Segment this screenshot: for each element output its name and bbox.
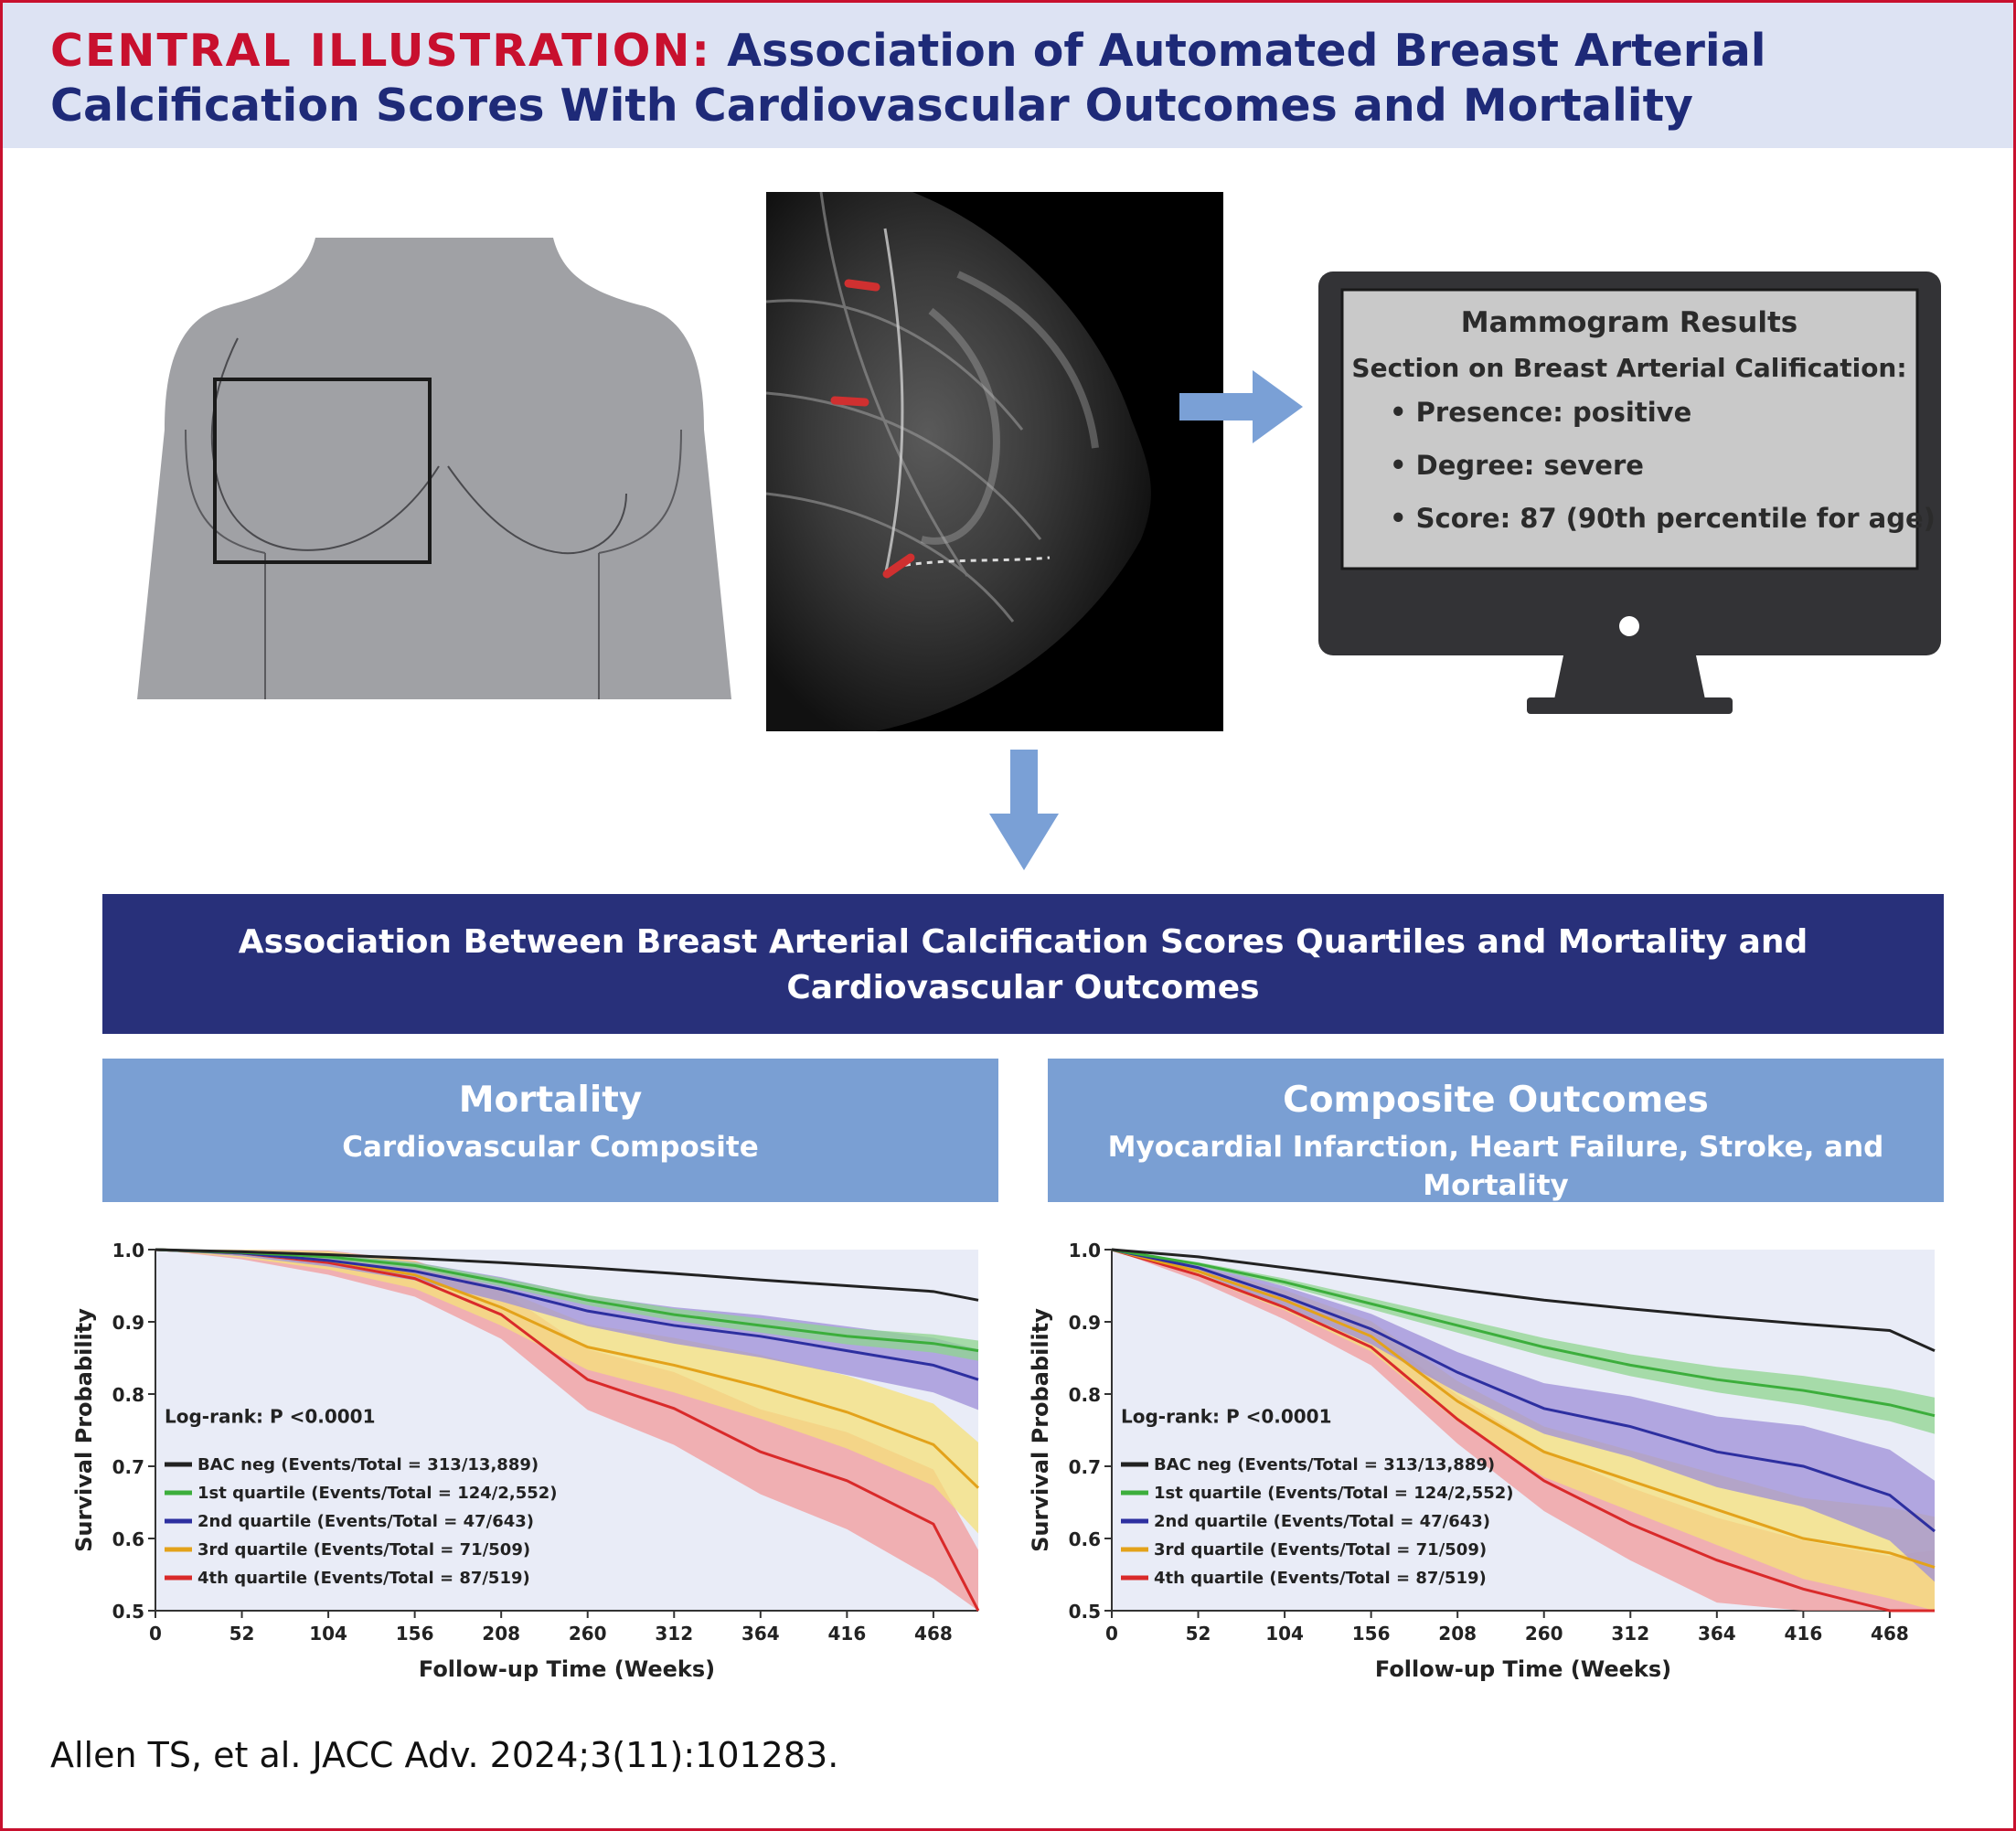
x-tick-label: 260 <box>1525 1623 1563 1645</box>
x-axis-title: Follow-up Time (Weeks) <box>1375 1656 1671 1682</box>
legend-label-q2: 2nd quartile (Events/Total = 47/643) <box>197 1512 534 1531</box>
legend-label-q2: 2nd quartile (Events/Total = 47/643) <box>1154 1512 1490 1531</box>
title-part-2: Calcification Scores With Cardiovascular… <box>50 80 1693 132</box>
power-button-icon <box>1619 616 1639 636</box>
arrow-right-icon <box>1179 370 1303 443</box>
ci-band-q1 <box>155 1250 978 1361</box>
x-tick-label: 468 <box>914 1623 953 1645</box>
series-line-q3 <box>1111 1248 1936 1570</box>
monitor-bullet-score: • Score: 87 (90th percentile for age) <box>1390 503 1936 534</box>
mammogram-image <box>766 192 1223 731</box>
series-line-bac_neg <box>1111 1248 1936 1352</box>
citation: Allen TS, et al. JACC Adv. 2024;3(11):10… <box>50 1735 839 1775</box>
x-tick-label: 156 <box>396 1623 434 1645</box>
x-tick-label: 208 <box>482 1623 520 1645</box>
x-tick-label: 0 <box>1105 1623 1118 1645</box>
legend-label-q3: 3rd quartile (Events/Total = 71/509) <box>197 1540 530 1560</box>
mortality-header-box: Mortality Cardiovascular Composite <box>102 1059 998 1202</box>
x-tick-label: 312 <box>1611 1623 1649 1645</box>
banner-line-2: Cardiovascular Outcomes <box>786 969 1260 1006</box>
legend-label-bac_neg: BAC neg (Events/Total = 313/13,889) <box>1154 1455 1495 1474</box>
y-axis-title: Survival Probability <box>1028 1308 1053 1552</box>
y-tick-label: 0.8 <box>1069 1384 1101 1406</box>
y-tick-label: 1.0 <box>1069 1240 1101 1261</box>
x-tick-label: 416 <box>1784 1623 1822 1645</box>
legend-label-q1: 1st quartile (Events/Total = 124/2,552) <box>197 1484 558 1503</box>
monitor-bullet-presence: • Presence: positive <box>1390 397 1691 428</box>
x-axis-title: Follow-up Time (Weeks) <box>419 1656 715 1682</box>
x-tick-label: 156 <box>1352 1623 1391 1645</box>
x-tick-label: 52 <box>1186 1623 1211 1645</box>
monitor-display: Mammogram Results Section on Breast Arte… <box>1318 271 1941 714</box>
legend-label-q4: 4th quartile (Events/Total = 87/519) <box>197 1569 530 1588</box>
y-tick-label: 0.7 <box>1069 1456 1101 1478</box>
legend-label-bac_neg: BAC neg (Events/Total = 313/13,889) <box>197 1455 539 1474</box>
calcification-marker-2 <box>830 396 869 407</box>
torso-silhouette <box>137 238 731 699</box>
torso-illustration <box>137 238 731 699</box>
figure-title: CENTRAL ILLUSTRATION: Association of Aut… <box>50 24 1970 133</box>
x-tick-label: 468 <box>1871 1623 1909 1645</box>
x-tick-label: 416 <box>827 1623 866 1645</box>
y-tick-label: 0.5 <box>1069 1601 1101 1623</box>
title-lead: CENTRAL ILLUSTRATION: <box>50 25 711 77</box>
y-tick-label: 0.5 <box>112 1601 144 1623</box>
y-axis-title: Survival Probability <box>71 1308 97 1552</box>
ci-band-q3 <box>1112 1250 1935 1611</box>
ci-band-q3 <box>155 1250 978 1534</box>
breast-contour-right <box>447 465 627 555</box>
y-tick-label: 0.9 <box>112 1312 144 1334</box>
composite-survival-chart: 0.5 0.6 0.7 0.8 0.9 1.0 0 52 104 156 208 260 312 364 4… <box>1028 1240 1936 1682</box>
y-tick-label: 1.0 <box>112 1240 144 1261</box>
x-tick-label: 52 <box>229 1623 255 1645</box>
series-line-q1 <box>155 1248 979 1353</box>
x-tick-label: 208 <box>1438 1623 1477 1645</box>
series-line-q2 <box>155 1248 979 1381</box>
x-tick-label: 364 <box>741 1623 780 1645</box>
x-tick-label: 260 <box>569 1623 607 1645</box>
series-line-q2 <box>1111 1248 1936 1533</box>
banner-line-1: Association Between Breast Arterial Calc… <box>238 923 1808 961</box>
mortality-heading: Mortality <box>458 1080 643 1121</box>
y-tick-label: 0.6 <box>112 1528 144 1550</box>
title-band <box>3 3 2013 148</box>
x-tick-label: 364 <box>1698 1623 1736 1645</box>
composite-header-box: Composite Outcomes Myocardial Infarction… <box>1048 1059 1944 1202</box>
calcification-marker-1 <box>844 279 880 292</box>
ci-band-q2 <box>1112 1250 1935 1582</box>
y-tick-label: 0.6 <box>1069 1528 1101 1550</box>
composite-subheading: Myocardial Infarction, Heart Failure, St… <box>1107 1131 1884 1202</box>
x-tick-label: 104 <box>1265 1623 1304 1645</box>
calcification-marker-3 <box>882 553 915 579</box>
x-tick-label: 312 <box>655 1623 693 1645</box>
y-tick-label: 0.7 <box>112 1456 144 1478</box>
composite-heading: Composite Outcomes <box>1283 1080 1709 1121</box>
section-banner: Association Between Breast Arterial Calc… <box>102 894 1944 1034</box>
arrow-down-icon <box>989 750 1059 870</box>
legend-label-q1: 1st quartile (Events/Total = 124/2,552) <box>1154 1484 1514 1503</box>
monitor-section: Section on Breast Arterial Calification: <box>1351 353 1906 383</box>
focus-box <box>213 378 432 564</box>
series-line-q1 <box>1111 1248 1936 1418</box>
title-part-1: Association of Automated Breast Arterial <box>727 25 1766 77</box>
y-tick-label: 0.9 <box>1069 1312 1101 1334</box>
mortality-subheading: Cardiovascular Composite <box>342 1131 759 1164</box>
series-line-q4 <box>1111 1248 1935 1613</box>
legend-label-q4: 4th quartile (Events/Total = 87/519) <box>1154 1569 1487 1588</box>
logrank-annotation: Log-rank: P <0.0001 <box>165 1406 376 1428</box>
series-line-q4 <box>155 1248 980 1612</box>
logrank-annotation: Log-rank: P <0.0001 <box>1121 1406 1332 1428</box>
series-line-bac_neg <box>155 1248 979 1302</box>
monitor-bullet-degree: • Degree: severe <box>1390 450 1644 481</box>
monitor-title: Mammogram Results <box>1461 306 1797 339</box>
legend-label-q3: 3rd quartile (Events/Total = 71/509) <box>1154 1540 1487 1560</box>
torso-contour <box>185 429 682 699</box>
y-tick-label: 0.8 <box>112 1384 144 1406</box>
mortality-survival-chart: 0.5 0.6 0.7 0.8 0.9 1.0 0 52 104 156 208 260 312 364 4… <box>71 1240 980 1682</box>
x-tick-label: 0 <box>149 1623 162 1645</box>
x-tick-label: 104 <box>309 1623 347 1645</box>
